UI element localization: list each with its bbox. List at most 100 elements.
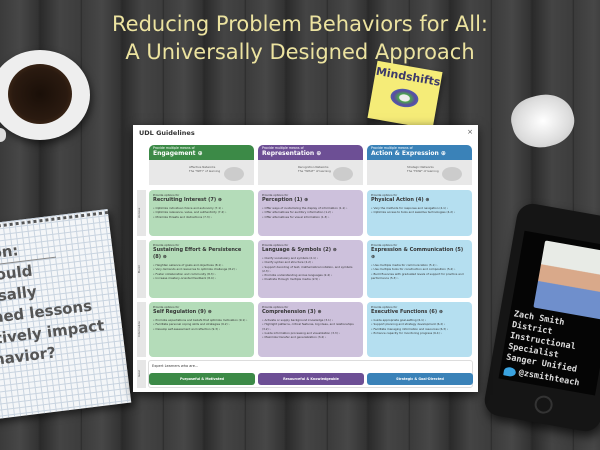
checkpoint-link[interactable]: Guide appropriate goal-setting (6.1) ›: [371, 318, 468, 322]
column-pre: Provide multiple means of: [371, 146, 413, 150]
brain-icon: [389, 86, 420, 110]
checkpoint-link[interactable]: Minimize threats and distractions (7.3) …: [153, 215, 250, 219]
profile-photo: [533, 240, 600, 320]
guideline-name[interactable]: Sustaining Effort & Persistence (8) ⊕: [153, 247, 242, 261]
brain-icon: [442, 167, 462, 181]
mindshifts-sticky-note: Mindshifts: [367, 60, 443, 130]
checkpoint-link[interactable]: Clarify syntax and structure (2.2) ›: [262, 260, 359, 264]
guideline-cell: Provide options for Comprehension (3) ⊕ A…: [258, 302, 363, 357]
slide-title-line1: Reducing Problem Behaviors for All:: [112, 12, 488, 36]
checkpoint-link[interactable]: Clarify vocabulary and symbols (2.1) ›: [262, 256, 359, 260]
guideline-cell: Provide options for Physical Action (4) …: [367, 190, 472, 236]
guideline-name[interactable]: Self Regulation (9) ⊕: [153, 309, 212, 316]
cell-pre: Provide options for: [262, 243, 289, 247]
guideline-cell: Provide options for Sustaining Effort & …: [149, 240, 254, 298]
checkpoint-link[interactable]: Develop self-assessment and reflection (…: [153, 327, 250, 331]
checkpoint-link[interactable]: Use multiple media for communication (5.…: [371, 263, 468, 267]
checkpoint-link[interactable]: Increase mastery-oriented feedback (8.4)…: [153, 276, 250, 280]
goal-button-strategic[interactable]: Strategic & Goal-Directed: [367, 373, 473, 385]
sticky-title: Mindshifts: [374, 64, 442, 89]
checkpoint-link[interactable]: Support decoding of text, mathematical n…: [262, 265, 359, 273]
twitter-icon: [503, 366, 517, 378]
checkpoint-link[interactable]: Offer alternatives for auditory informat…: [262, 210, 359, 214]
guideline-name[interactable]: Expression & Communication (5) ⊕: [371, 247, 464, 261]
network-desc: The "WHY" of learning: [189, 169, 221, 173]
checkpoint-link[interactable]: Facilitate managing information and reso…: [371, 327, 468, 331]
phone-profile: Zach Smith District Instructional Specia…: [482, 201, 600, 434]
question-notepad: estion: w would iversally signed lessons…: [0, 208, 132, 423]
network-desc: The "HOW" of learning: [407, 169, 439, 173]
checkpoint-link[interactable]: Offer alternatives for visual informatio…: [262, 215, 359, 219]
crumpled-paper-image: [506, 87, 580, 155]
brain-icon: [333, 167, 353, 181]
column-pre: Provide multiple means of: [153, 146, 195, 150]
checkpoint-link[interactable]: Foster collaboration and community (8.3)…: [153, 272, 250, 276]
checkpoint-link[interactable]: Activate or supply background knowledge …: [262, 318, 359, 322]
guideline-cell: Provide options for Expression & Communi…: [367, 240, 472, 298]
network-name: Affective Networks: [189, 165, 216, 169]
column-name[interactable]: Engagement ⊕: [153, 150, 203, 157]
guideline-name[interactable]: Recruiting Interest (7) ⊕: [153, 197, 223, 204]
guideline-name[interactable]: Physical Action (4) ⊕: [371, 197, 430, 204]
cell-pre: Provide options for: [262, 305, 289, 309]
checkpoint-link[interactable]: Facilitate personal coping skills and st…: [153, 322, 250, 326]
checkpoint-link[interactable]: Illustrate through multiple media (2.5) …: [262, 277, 359, 281]
cell-pre: Provide options for: [153, 193, 180, 197]
checkpoint-link[interactable]: Offer ways of customizing the display of…: [262, 206, 359, 210]
row-label-goal: Goal: [137, 360, 146, 388]
row-label: Access: [137, 190, 146, 236]
guideline-cell: Provide options for Perception (1) ⊕ Offe…: [258, 190, 363, 236]
close-icon[interactable]: ×: [467, 128, 473, 136]
guideline-cell: Provide options for Executive Functions …: [367, 302, 472, 357]
slide-title-line2: A Universally Designed Approach: [125, 40, 475, 64]
checkpoint-link[interactable]: Vary the methods for response and naviga…: [371, 206, 468, 210]
guideline-cell: Provide options for Self Regulation (9) …: [149, 302, 254, 357]
checkpoint-link[interactable]: Support planning and strategy developmen…: [371, 322, 468, 326]
guideline-cell: Provide options for Language & Symbols (…: [258, 240, 363, 298]
guideline-name[interactable]: Executive Functions (6) ⊕: [371, 309, 444, 316]
brain-icon: [224, 167, 244, 181]
goal-button-resourceful[interactable]: Resourceful & Knowledgeable: [258, 373, 364, 385]
cell-pre: Provide options for: [153, 305, 180, 309]
checkpoint-link[interactable]: Optimize relevance, value, and authentic…: [153, 210, 250, 214]
column-name[interactable]: Action & Expression ⊕: [371, 150, 446, 157]
coffee-cup-image: [0, 50, 90, 142]
guideline-name[interactable]: Language & Symbols (2) ⊕: [262, 247, 337, 254]
row-label: Internalize: [137, 302, 146, 357]
cell-pre: Provide options for: [371, 305, 398, 309]
network-name: Recognition Networks: [298, 165, 329, 169]
checkpoint-link[interactable]: Use multiple tools for construction and …: [371, 267, 468, 271]
network-name: Strategic Networks: [407, 165, 434, 169]
checkpoint-link[interactable]: Optimize individual choice and autonomy …: [153, 206, 250, 210]
udl-guidelines-modal: UDL Guidelines × Provide multiple means …: [133, 125, 478, 392]
home-button-icon: [533, 394, 555, 416]
checkpoint-link[interactable]: Maximize transfer and generalization (3.…: [262, 335, 359, 339]
guideline-name[interactable]: Perception (1) ⊕: [262, 197, 309, 204]
cell-pre: Provide options for: [153, 243, 180, 247]
cell-pre: Provide options for: [262, 193, 289, 197]
cell-pre: Provide options for: [371, 193, 398, 197]
checkpoint-link[interactable]: Build fluencies with graduated levels of…: [371, 272, 468, 280]
goal-button-purposeful[interactable]: Purposeful & Motivated: [149, 373, 255, 385]
guideline-cell: Provide options for Recruiting Interest …: [149, 190, 254, 236]
checkpoint-link[interactable]: Heighten salience of goals and objective…: [153, 263, 250, 267]
checkpoint-link[interactable]: Guide information processing and visuali…: [262, 331, 359, 335]
checkpoint-link[interactable]: Promote expectations and beliefs that op…: [153, 318, 250, 322]
guideline-name[interactable]: Comprehension (3) ⊕: [262, 309, 322, 316]
modal-title: UDL Guidelines: [139, 129, 195, 137]
checkpoint-link[interactable]: Vary demands and resources to optimize c…: [153, 267, 250, 271]
checkpoint-link[interactable]: Enhance capacity for monitoring progress…: [371, 331, 468, 335]
cell-pre: Provide options for: [371, 243, 398, 247]
column-name[interactable]: Representation ⊕: [262, 150, 322, 157]
checkpoint-link[interactable]: Promote understanding across languages (…: [262, 273, 359, 277]
column-pre: Provide multiple means of: [262, 146, 304, 150]
checkpoint-link[interactable]: Highlight patterns, critical features, b…: [262, 322, 359, 330]
checkpoint-link[interactable]: Optimize access to tools and assistive t…: [371, 210, 468, 214]
row-label: Build: [137, 240, 146, 298]
